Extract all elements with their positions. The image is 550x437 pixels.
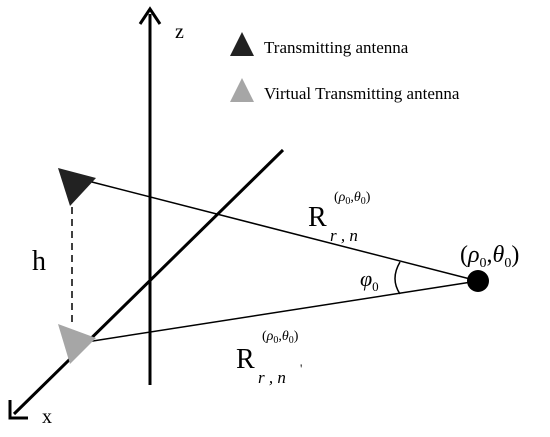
lower-sup-close-paren: ) bbox=[294, 329, 299, 344]
upper-sup-open-paren: ( bbox=[334, 190, 339, 205]
target-point-label: (ρ0,θ0) bbox=[460, 242, 519, 271]
angle-label-main: φ bbox=[360, 266, 372, 291]
target-label-comma: , bbox=[487, 242, 493, 268]
upper-range-line bbox=[87, 180, 479, 282]
lower-sup-theta-sub: 0 bbox=[289, 335, 294, 346]
target-label-close-paren: ) bbox=[511, 242, 519, 268]
target-label-rho-sub: 0 bbox=[480, 256, 487, 271]
lower-range-label-sub: r , n bbox=[258, 368, 286, 387]
lower-sup-theta: θ bbox=[282, 329, 289, 344]
target-label-theta-sub: 0 bbox=[504, 256, 511, 271]
x-axis-label: x bbox=[42, 406, 52, 428]
legend-virtual-transmitter-icon bbox=[230, 78, 254, 102]
lower-range-label-main: R bbox=[236, 344, 255, 375]
transmitter-marker bbox=[58, 168, 96, 206]
target-label-open-paren: ( bbox=[460, 242, 468, 268]
upper-sup-close-paren: ) bbox=[366, 190, 371, 205]
lower-sup-rho-sub: 0 bbox=[273, 335, 278, 346]
target-label-rho: ρ bbox=[467, 242, 480, 268]
lower-sup-rho: ρ bbox=[266, 329, 274, 344]
legend-transmitter-label: Transmitting antenna bbox=[264, 38, 409, 57]
height-label: h bbox=[32, 246, 46, 277]
upper-range-label-main: R bbox=[308, 202, 327, 233]
upper-sup-theta: θ bbox=[354, 190, 361, 205]
upper-sup-theta-sub: 0 bbox=[361, 196, 366, 207]
legend-virtual-transmitter-label: Virtual Transmitting antenna bbox=[264, 84, 460, 103]
lower-range-label-sup: (ρ0,θ0) bbox=[262, 329, 299, 346]
upper-sup-rho-sub: 0 bbox=[345, 196, 350, 207]
z-axis-label: z bbox=[175, 21, 184, 43]
target-label-theta: θ bbox=[493, 242, 505, 268]
virtual-transmitter-marker bbox=[58, 324, 96, 364]
legend-transmitter-icon bbox=[230, 32, 254, 56]
target-point bbox=[467, 270, 489, 292]
x-axis-arrowhead bbox=[8, 400, 28, 420]
lower-range-line bbox=[79, 280, 479, 344]
upper-sup-comma: , bbox=[350, 190, 354, 205]
angle-label: φ0 bbox=[360, 266, 379, 294]
angle-label-sub: 0 bbox=[372, 279, 379, 294]
upper-range-label-sub: r , n bbox=[330, 226, 358, 245]
angle-arc bbox=[394, 261, 401, 295]
lower-sup-comma: , bbox=[278, 329, 282, 344]
x-axis-line bbox=[12, 148, 285, 416]
upper-range-label-sup: (ρ0,θ0) bbox=[334, 190, 371, 207]
z-axis-arrowhead bbox=[138, 6, 162, 25]
lower-sup-open-paren: ( bbox=[262, 329, 267, 344]
upper-sup-rho: ρ bbox=[338, 190, 346, 205]
lower-range-label-prime: ' bbox=[300, 361, 302, 376]
